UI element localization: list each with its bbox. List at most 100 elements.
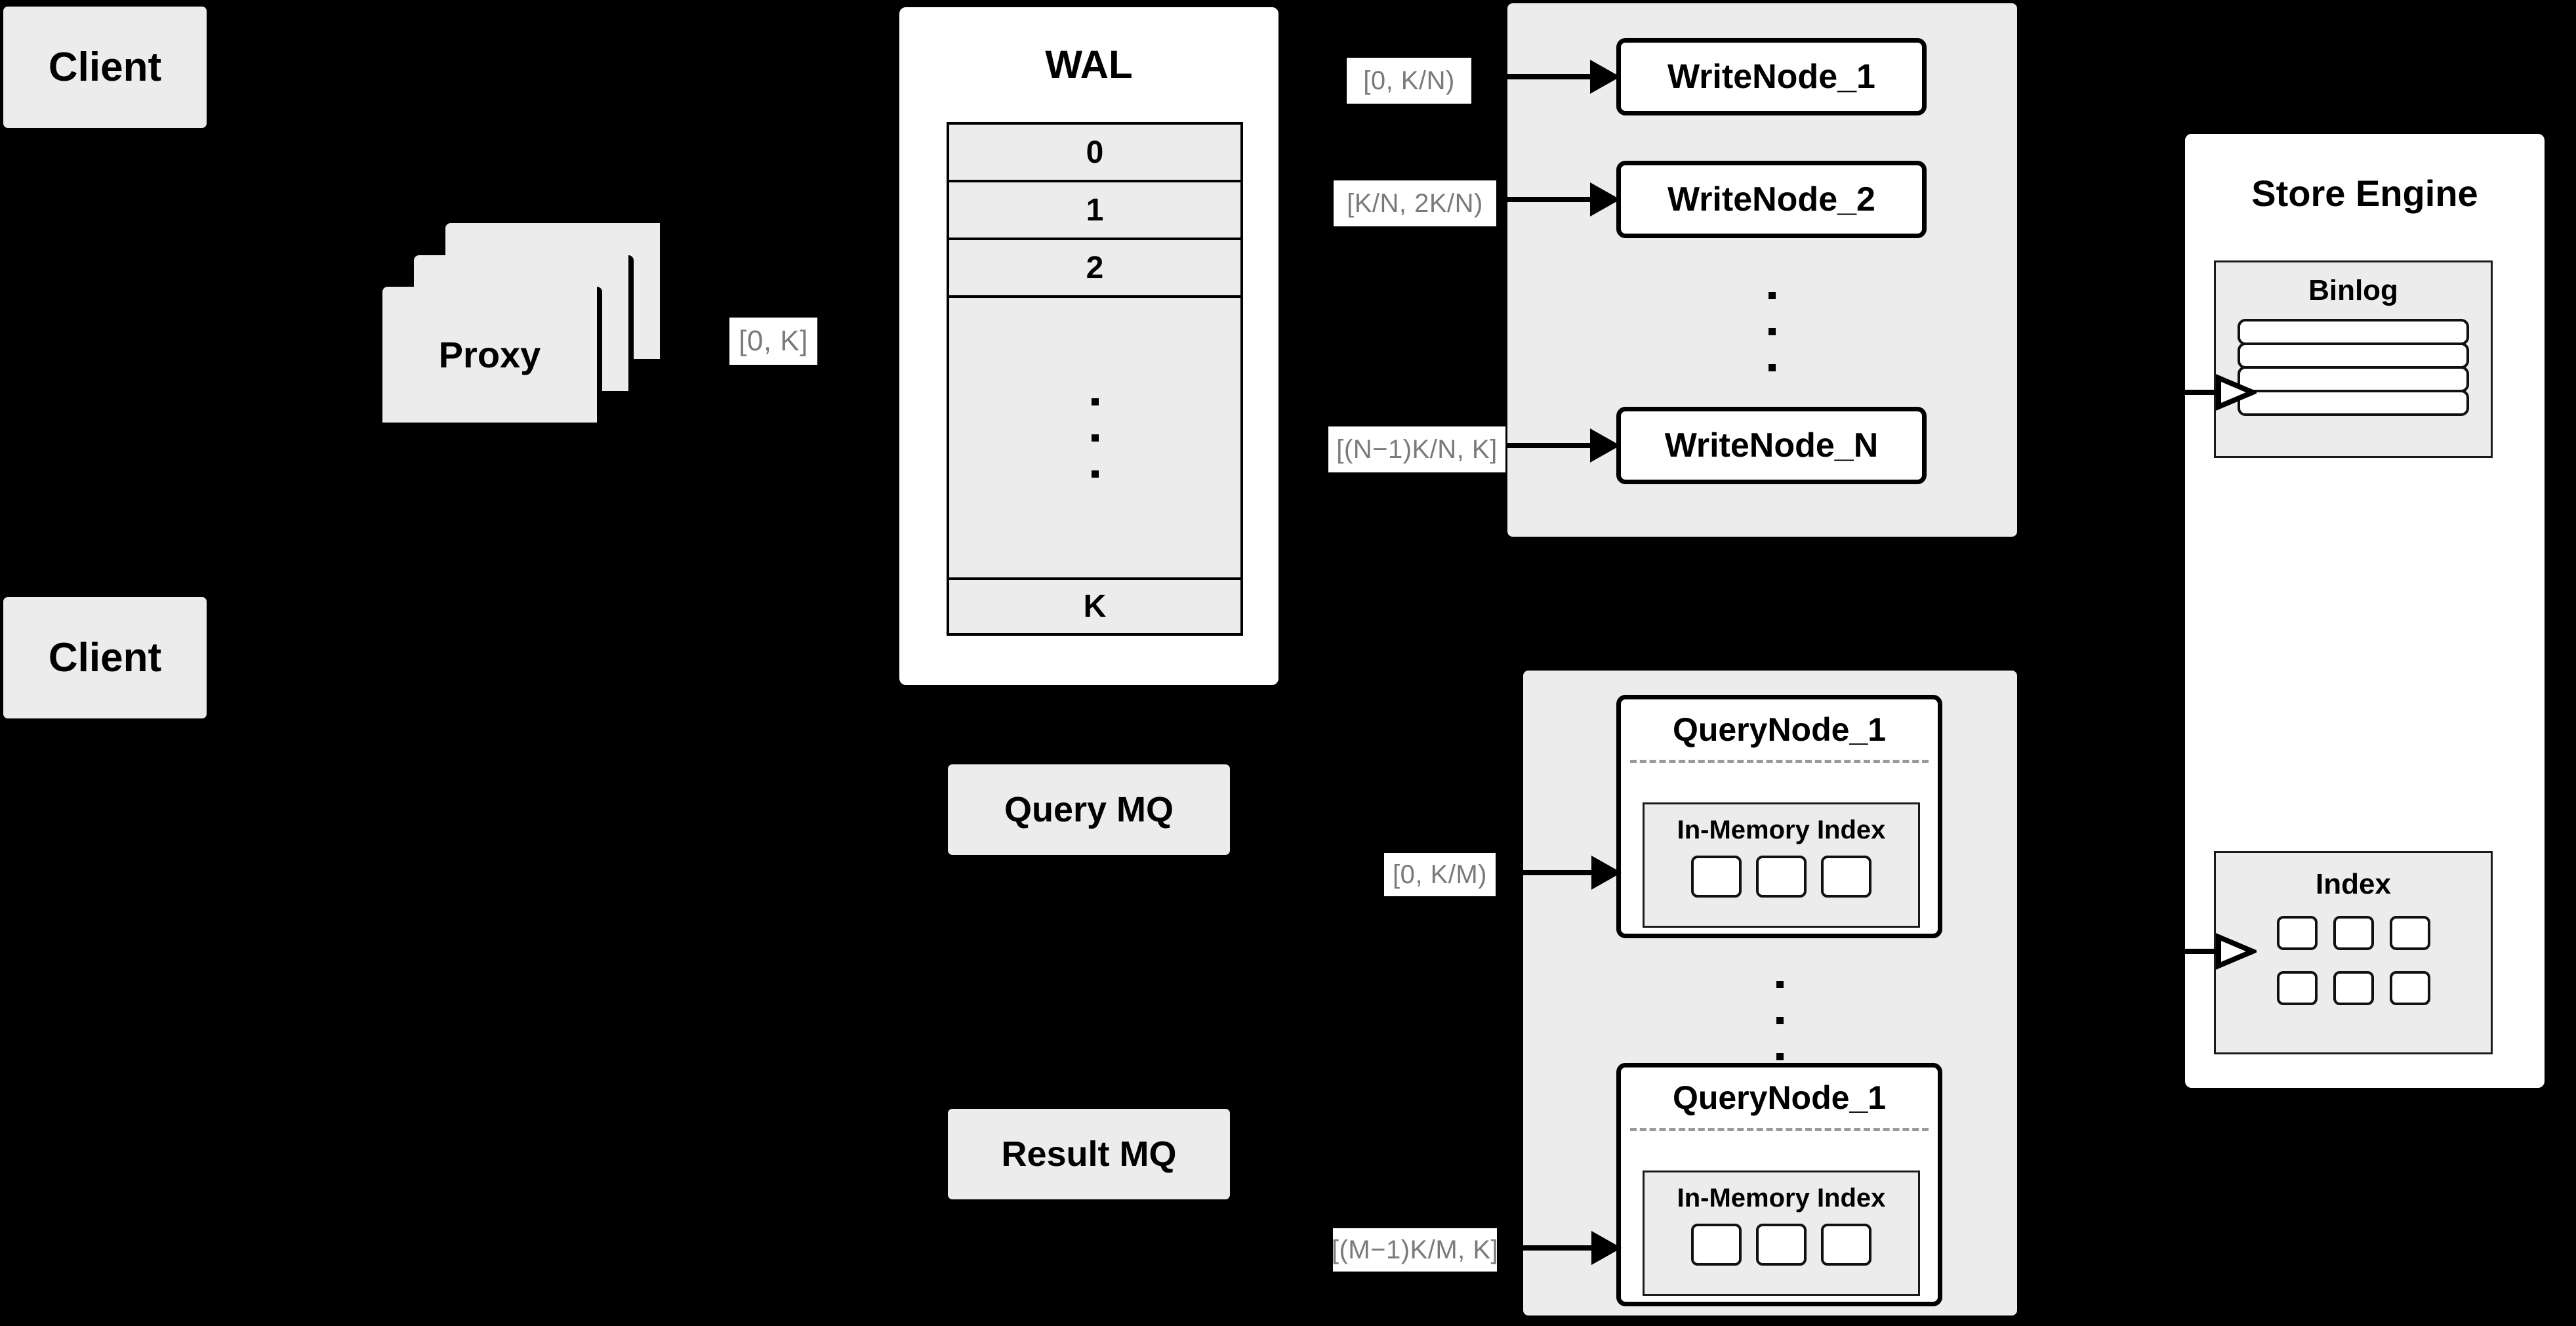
result-mq-label: Result MQ — [1001, 1134, 1177, 1174]
binlog-bar-3 — [2238, 366, 2469, 392]
query-node-m-range-text: [(M−1)K/M, K] — [1331, 1235, 1499, 1264]
arrow-line-write-2 — [1507, 197, 1593, 202]
store-engine-title-text: Store Engine — [2251, 172, 2478, 214]
wal-title: WAL — [899, 39, 1278, 90]
query-node-1-index-title-wrap: In-Memory Index — [1645, 804, 1918, 856]
wal-row-0-text: 0 — [1086, 135, 1104, 170]
query-node-1-chip-3 — [1821, 856, 1871, 898]
write-node-2-range-label: [K/N, 2K/N) — [1334, 180, 1496, 226]
query-node-m-chip-1 — [1691, 1224, 1742, 1266]
index-chip-row-2 — [2276, 971, 2430, 1005]
arrow-index-in — [2184, 932, 2260, 971]
write-node-n-range-label: [(N−1)K/N, K] — [1328, 426, 1505, 472]
proxy-card-front[interactable]: Proxy — [382, 287, 602, 428]
wal-row-1-text: 1 — [1086, 192, 1104, 228]
query-node-m-chip-3 — [1821, 1224, 1871, 1266]
query-node-m-divider — [1630, 1128, 1929, 1131]
store-engine-title: Store Engine — [2185, 167, 2545, 219]
query-cluster-vertical-ellipsis-icon — [1772, 958, 1787, 1083]
index-chip-row-1 — [2276, 916, 2430, 950]
client-box-1[interactable]: Client — [3, 7, 207, 128]
arrow-right-open-icon — [2184, 373, 2260, 411]
index-chip-grid — [2216, 916, 2491, 1005]
client-label-2: Client — [48, 635, 162, 680]
index-chip-2 — [2333, 916, 2374, 950]
query-node-1[interactable]: QueryNode_1 In-Memory Index — [1616, 695, 1942, 938]
write-node-1[interactable]: WriteNode_1 — [1616, 38, 1927, 115]
index-chip-4 — [2276, 971, 2318, 1005]
index-chip-5 — [2333, 971, 2374, 1005]
arrow-right-open-icon-2 — [2184, 932, 2260, 970]
query-node-1-label: QueryNode_1 — [1672, 711, 1887, 748]
query-node-1-chip-1 — [1691, 856, 1742, 898]
binlog-box: Binlog — [2214, 260, 2493, 458]
query-node-1-divider — [1630, 760, 1929, 763]
wal-panel: WAL 0 1 2 K — [895, 3, 1282, 689]
query-node-m[interactable]: QueryNode_1 In-Memory Index — [1616, 1063, 1942, 1306]
arrow-line-write-n — [1507, 443, 1593, 448]
result-mq-box[interactable]: Result MQ — [948, 1109, 1230, 1199]
wal-row-2: 2 — [949, 240, 1240, 298]
query-node-1-in-memory-index: In-Memory Index — [1643, 802, 1920, 928]
write-node-n-label: WriteNode_N — [1664, 426, 1879, 465]
wal-row-1: 1 — [949, 182, 1240, 240]
wal-title-text: WAL — [1045, 42, 1133, 87]
binlog-title-text: Binlog — [2308, 274, 2398, 306]
arrow-head-write-2-icon — [1590, 182, 1620, 217]
arrow-head-query-m-icon — [1591, 1231, 1622, 1265]
write-cluster-vertical-ellipsis-icon — [1765, 269, 1779, 394]
query-node-1-label-wrap: QueryNode_1 — [1621, 699, 1938, 760]
write-node-n[interactable]: WriteNode_N — [1616, 407, 1927, 484]
index-chip-1 — [2276, 916, 2318, 950]
binlog-bar-1 — [2238, 319, 2469, 345]
wal-row-k-text: K — [1083, 589, 1107, 624]
index-chip-3 — [2389, 916, 2430, 950]
query-mq-label: Query MQ — [1004, 790, 1174, 829]
arrow-head-query-1-icon — [1591, 856, 1622, 890]
proxy-range-label: [0, K] — [729, 318, 817, 365]
write-node-n-range-text: [(N−1)K/N, K] — [1336, 434, 1498, 464]
arrow-line-query-m — [1515, 1245, 1594, 1251]
query-node-1-chip-row — [1645, 856, 1918, 898]
query-node-1-range-text: [0, K/M) — [1392, 860, 1488, 889]
query-node-1-range-label: [0, K/M) — [1384, 853, 1496, 896]
query-node-m-label-wrap: QueryNode_1 — [1621, 1067, 1938, 1128]
arrow-binlog-in — [2184, 373, 2260, 412]
query-mq-box[interactable]: Query MQ — [948, 764, 1230, 855]
write-node-1-range-text: [0, K/N) — [1363, 66, 1455, 95]
proxy-label: Proxy — [438, 334, 541, 375]
arrow-line-query-1 — [1515, 870, 1594, 875]
wal-vertical-ellipsis-icon — [1091, 384, 1099, 492]
query-node-m-index-title: In-Memory Index — [1677, 1183, 1886, 1212]
query-node-m-chip-2 — [1756, 1224, 1807, 1266]
wal-row-0: 0 — [949, 125, 1240, 182]
binlog-bar-2 — [2238, 342, 2469, 369]
index-title: Index — [2216, 853, 2491, 916]
wal-row-k: K — [949, 580, 1240, 632]
query-node-m-index-title-wrap: In-Memory Index — [1645, 1172, 1918, 1224]
write-node-2-label: WriteNode_2 — [1667, 180, 1875, 218]
binlog-bar-4 — [2238, 390, 2469, 416]
query-node-m-in-memory-index: In-Memory Index — [1643, 1171, 1920, 1296]
query-node-1-index-title: In-Memory Index — [1677, 815, 1886, 844]
query-node-m-chip-row — [1645, 1224, 1918, 1266]
query-node-m-range-label: [(M−1)K/M, K] — [1331, 1228, 1499, 1272]
binlog-title: Binlog — [2216, 262, 2491, 319]
wal-row-2-text: 2 — [1086, 250, 1104, 285]
arrow-head-write-1-icon — [1590, 60, 1620, 94]
write-node-1-range-label: [0, K/N) — [1347, 58, 1471, 104]
query-node-1-chip-2 — [1756, 856, 1807, 898]
arrow-head-write-n-icon — [1590, 428, 1620, 463]
index-title-text: Index — [2316, 868, 2391, 900]
store-engine-panel: Store Engine Binlog Index — [2181, 130, 2548, 1092]
binlog-bars — [2216, 319, 2491, 416]
wal-table: 0 1 2 K — [947, 122, 1243, 636]
query-node-m-label: QueryNode_1 — [1672, 1079, 1887, 1116]
client-box-2[interactable]: Client — [3, 597, 207, 718]
write-node-2[interactable]: WriteNode_2 — [1616, 161, 1927, 238]
index-chip-6 — [2389, 971, 2430, 1005]
arrow-line-write-1 — [1507, 74, 1593, 79]
write-node-2-range-text: [K/N, 2K/N) — [1347, 188, 1483, 218]
write-node-1-label: WriteNode_1 — [1667, 58, 1875, 96]
